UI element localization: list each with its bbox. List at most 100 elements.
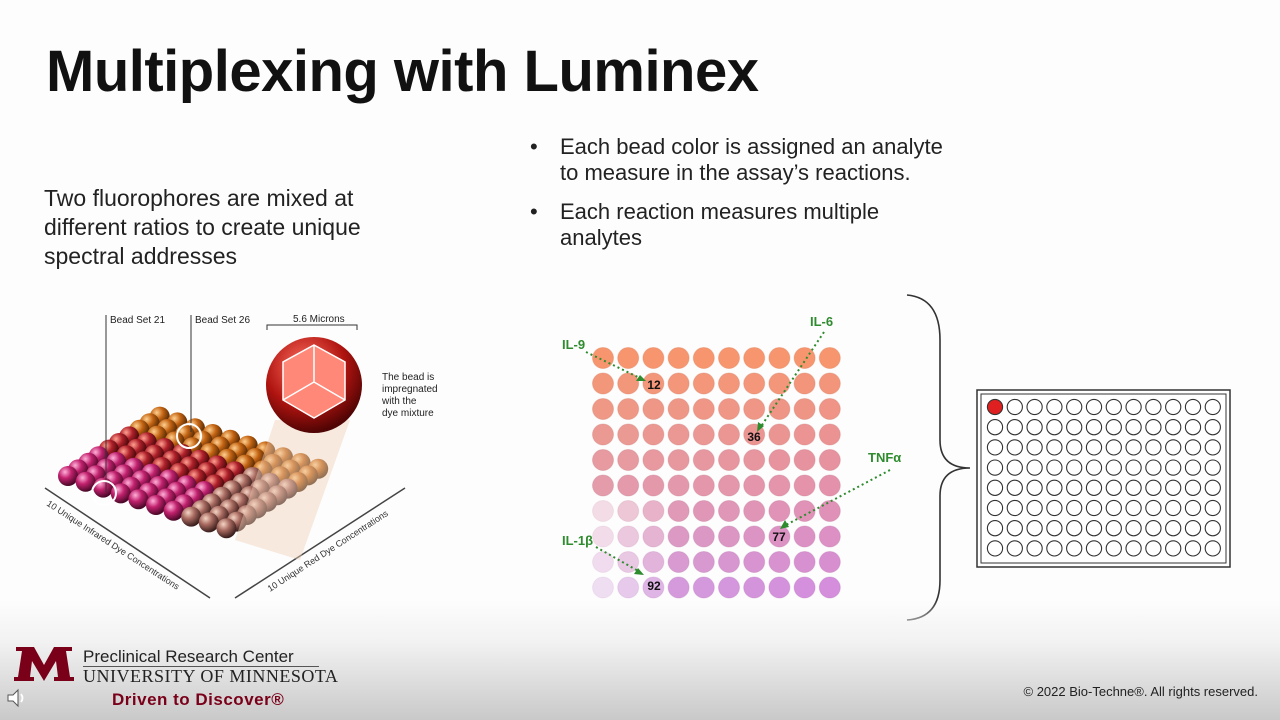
plate-well <box>1145 499 1162 517</box>
axis-line-right <box>234 487 406 599</box>
plate-well <box>1184 479 1202 496</box>
bullet-item: • Each bead color is assigned an analyte… <box>528 134 948 186</box>
highlight-ring-set21 <box>91 480 117 506</box>
plate-well <box>1085 459 1103 476</box>
plate-well <box>1105 459 1122 476</box>
plate-well <box>1204 540 1221 557</box>
analyte-bead <box>667 449 690 471</box>
plate-well <box>1006 479 1023 496</box>
speaker-icon[interactable] <box>6 688 28 708</box>
analyte-bead <box>793 474 816 497</box>
copyright-text: © 2022 Bio-Techne®. All rights reserved. <box>1023 684 1259 699</box>
analyte-bead <box>768 500 791 522</box>
analyte-bead <box>592 347 614 369</box>
analyte-bead <box>667 474 690 497</box>
analyte-bead <box>667 372 690 395</box>
analyte-bead <box>692 372 715 395</box>
org-divider <box>83 666 319 667</box>
plate-well <box>1046 419 1063 436</box>
analyte-bead <box>692 576 715 599</box>
plate-well <box>1026 499 1043 517</box>
plate-well <box>1046 398 1063 416</box>
plate-well <box>1026 439 1043 456</box>
plate-well <box>1145 419 1162 436</box>
analyte-bead <box>617 347 640 369</box>
analyte-bead <box>768 576 791 599</box>
plate-well <box>1046 459 1063 476</box>
plate-wells <box>986 398 1221 557</box>
footer-band <box>0 600 1280 720</box>
analyte-bead <box>793 576 816 599</box>
plate-well <box>1046 499 1063 517</box>
plate-well <box>1165 520 1182 537</box>
analyte-number-12: 12 <box>647 378 661 392</box>
plate-well <box>1105 439 1122 456</box>
plate-well <box>1006 398 1023 416</box>
analyte-bead <box>692 449 715 471</box>
plate-well <box>1085 439 1103 456</box>
bead-array-figure <box>58 406 329 539</box>
analyte-bead <box>818 449 841 471</box>
plate-well <box>1165 398 1182 416</box>
analyte-bead <box>692 525 715 548</box>
plate-well <box>1105 419 1122 436</box>
analyte-bead <box>592 449 614 471</box>
analyte-bead <box>592 551 614 573</box>
bead <box>58 466 78 486</box>
analyte-bead <box>818 398 841 420</box>
analyte-bead <box>768 474 791 497</box>
plate-well <box>1145 520 1162 537</box>
plate-well <box>1006 499 1023 517</box>
analyte-bead <box>642 551 665 573</box>
plate-well <box>1105 540 1122 557</box>
analyte-bead <box>818 423 841 446</box>
bead <box>146 495 166 515</box>
analyte-bead <box>642 449 665 471</box>
analyte-bead <box>768 449 791 471</box>
plate-well <box>1125 520 1142 537</box>
plate-well <box>1085 419 1103 436</box>
analyte-bead <box>642 398 665 420</box>
label-il9: IL-9 <box>562 337 585 352</box>
plate-well <box>1066 398 1083 416</box>
plate-well <box>1184 540 1202 557</box>
plate-well <box>1046 540 1063 557</box>
plate-well <box>1026 419 1043 436</box>
plate-well <box>1085 520 1103 537</box>
analyte-bead <box>743 551 766 573</box>
analyte-arrows <box>585 331 891 573</box>
analyte-bead <box>768 551 791 573</box>
analyte-bead <box>818 347 841 369</box>
plate-well <box>1184 459 1202 476</box>
plate-well <box>1145 479 1162 496</box>
analyte-bead <box>818 372 841 395</box>
plate-well <box>1145 459 1162 476</box>
analyte-bead <box>617 474 640 497</box>
plate-well <box>1066 520 1083 537</box>
label-bead-set-26: Bead Set 26 <box>195 315 250 326</box>
analyte-bead <box>793 347 816 369</box>
analyte-bead <box>793 525 816 548</box>
analyte-bead <box>642 576 665 599</box>
plate-well <box>1066 419 1083 436</box>
analyte-bead <box>692 347 715 369</box>
plate-well <box>1204 419 1221 436</box>
plate-well <box>1026 398 1043 416</box>
plate-well <box>1184 398 1202 416</box>
analyte-bead <box>743 372 766 395</box>
analyte-bead <box>667 500 690 522</box>
intro-text: Two fluorophores are mixed at different … <box>44 185 361 269</box>
plate-well <box>1085 479 1103 496</box>
analyte-bead <box>768 525 791 548</box>
curly-brace <box>906 294 971 621</box>
plate-well <box>986 520 1004 537</box>
plate-well <box>1165 499 1182 517</box>
plate-well <box>1184 520 1202 537</box>
plate-well <box>1085 540 1103 557</box>
bullet-text: Each reaction measures multiple analytes <box>560 199 880 250</box>
label-microns: 5.6 Microns <box>293 314 345 325</box>
analyte-bead <box>617 423 640 446</box>
org-name-line2: UNIVERSITY OF MINNESOTA <box>83 666 339 686</box>
analyte-bead <box>718 398 740 420</box>
plate-well <box>1165 479 1182 496</box>
